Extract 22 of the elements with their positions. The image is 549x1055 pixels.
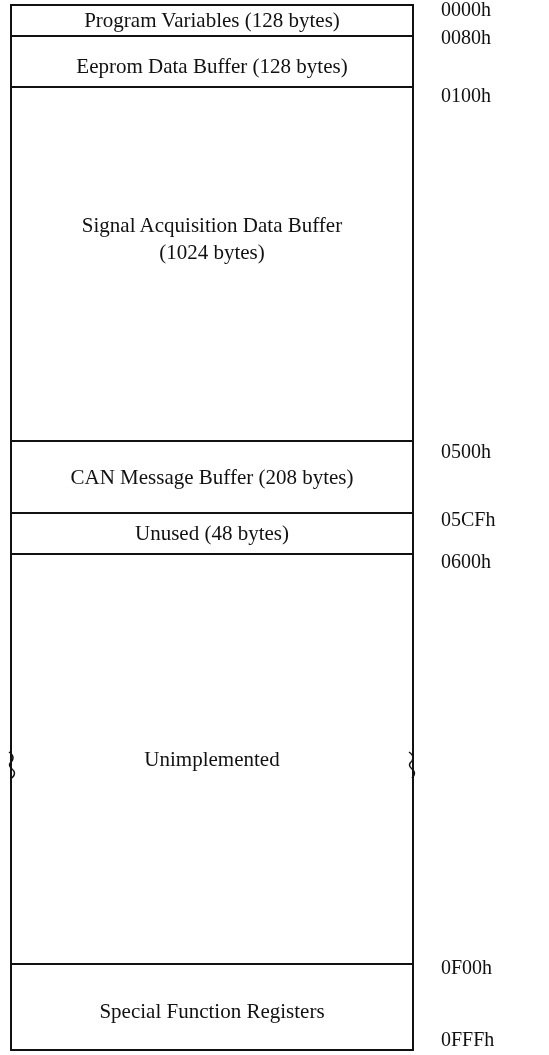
memory-region <box>10 86 414 442</box>
region-label: Signal Acquisition Data Buffer (1024 bytes) <box>80 212 344 266</box>
region-label: Unused (48 bytes) <box>135 520 289 547</box>
memory-region <box>10 553 414 965</box>
address-label: 0080h <box>441 26 491 49</box>
address-label: 0100h <box>441 84 491 107</box>
memory-region <box>10 4 414 37</box>
address-label: 0F00h <box>441 956 493 979</box>
memory-region <box>10 512 414 555</box>
region-label: Program Variables (128 bytes) <box>84 7 340 34</box>
address-label: 0600h <box>441 550 491 573</box>
address-label: 0FFFh <box>441 1028 495 1051</box>
address-label: 0000h <box>441 0 491 21</box>
region-label: Special Function Registers <box>99 997 325 1025</box>
memory-region <box>10 963 414 1051</box>
address-label: 0500h <box>441 440 491 463</box>
region-label: Eeprom Data Buffer (128 bytes) <box>76 53 348 80</box>
region-label: CAN Message Buffer (208 bytes) <box>70 463 354 491</box>
region-label: Unimplemented <box>144 745 280 773</box>
memory-region <box>10 440 414 514</box>
address-label: 05CFh <box>441 508 496 531</box>
memory-region <box>10 35 414 88</box>
